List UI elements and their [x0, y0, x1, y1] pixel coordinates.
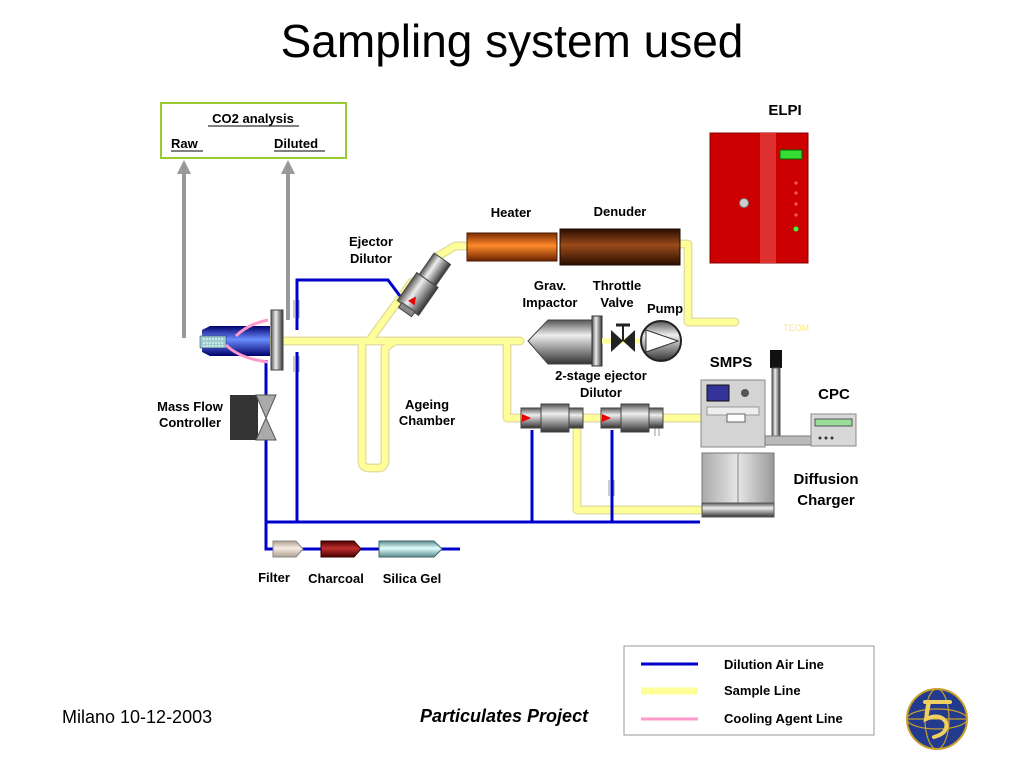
two-stage-ejector-icon: [520, 403, 664, 433]
grav-impactor-label-2: Impactor: [523, 295, 578, 310]
elpi-instrument-icon: [709, 132, 809, 264]
co2-raw-label: Raw: [171, 136, 199, 151]
sample-probe: [199, 309, 284, 371]
elpi-label: ELPI: [768, 102, 801, 119]
legend: Dilution Air Line Sample Line Cooling Ag…: [623, 645, 875, 736]
ejector-dilutor-icon: [396, 252, 452, 318]
two-stage-ejector-label-2: Dilutor: [580, 385, 622, 400]
co2-arrows: [177, 160, 295, 338]
legend-label-cooling-agent: Cooling Agent Line: [724, 711, 843, 726]
co2-title: CO2 analysis: [212, 111, 294, 126]
filter-icon: [272, 540, 304, 558]
cpc-instrument-icon: [810, 413, 857, 447]
ageing-chamber-label-1: Ageing: [405, 397, 449, 412]
throttle-valve-label-1: Throttle: [593, 278, 641, 293]
filter-label: Filter: [258, 570, 290, 585]
ejector-dilutor-label-2: Dilutor: [350, 251, 392, 266]
grav-impactor-label-1: Grav.: [534, 278, 566, 293]
port-ticks: [293, 300, 660, 496]
two-stage-ejector-label-1: 2-stage ejector: [555, 368, 647, 383]
legend-label-sample-line: Sample Line: [724, 683, 801, 698]
teom-faint-label: TEOM: [783, 323, 809, 333]
charcoal-label: Charcoal: [308, 571, 364, 586]
sample-lines: [225, 239, 740, 515]
diffusion-charger-icon: [701, 452, 775, 518]
smps-label: SMPS: [710, 354, 753, 371]
ejector-dilutor-label-1: Ejector: [349, 234, 393, 249]
pump-label: Pump: [647, 301, 683, 316]
diffusion-charger-label-2: Charger: [797, 492, 855, 509]
silica-gel-label: Silica Gel: [383, 571, 442, 586]
throttle-valve-label-2: Valve: [600, 295, 633, 310]
co2-analysis-box: [160, 102, 347, 159]
ageing-chamber-label-2: Chamber: [399, 413, 455, 428]
diffusion-charger-label-1: Diffusion: [794, 471, 859, 488]
footer-date: Milano 10-12-2003: [62, 707, 213, 727]
co2-diluted-label: Diluted: [274, 136, 318, 151]
grav-impactor-icon: [527, 315, 603, 367]
denuder-icon: [559, 228, 681, 266]
mass-flow-label-1: Mass Flow: [157, 399, 224, 414]
valve-icon: [602, 323, 642, 352]
denuder-label: Denuder: [594, 204, 647, 219]
heater-icon: [466, 232, 558, 262]
pump-icon: [640, 320, 682, 362]
cpc-label: CPC: [818, 386, 850, 403]
dilution-air-lines: [264, 278, 700, 551]
silica-gel-icon: [378, 540, 443, 558]
charcoal-icon: [320, 540, 362, 558]
smps-instrument-icon: [700, 350, 812, 448]
legend-label-dilution-air: Dilution Air Line: [724, 657, 824, 672]
mass-flow-label-2: Controller: [159, 415, 221, 430]
logo-icon: [906, 688, 968, 750]
footer-project: Particulates Project: [420, 706, 589, 726]
heater-label: Heater: [491, 205, 531, 220]
mass-flow-controller-icon: [230, 394, 277, 441]
page-title: Sampling system used: [280, 15, 744, 67]
